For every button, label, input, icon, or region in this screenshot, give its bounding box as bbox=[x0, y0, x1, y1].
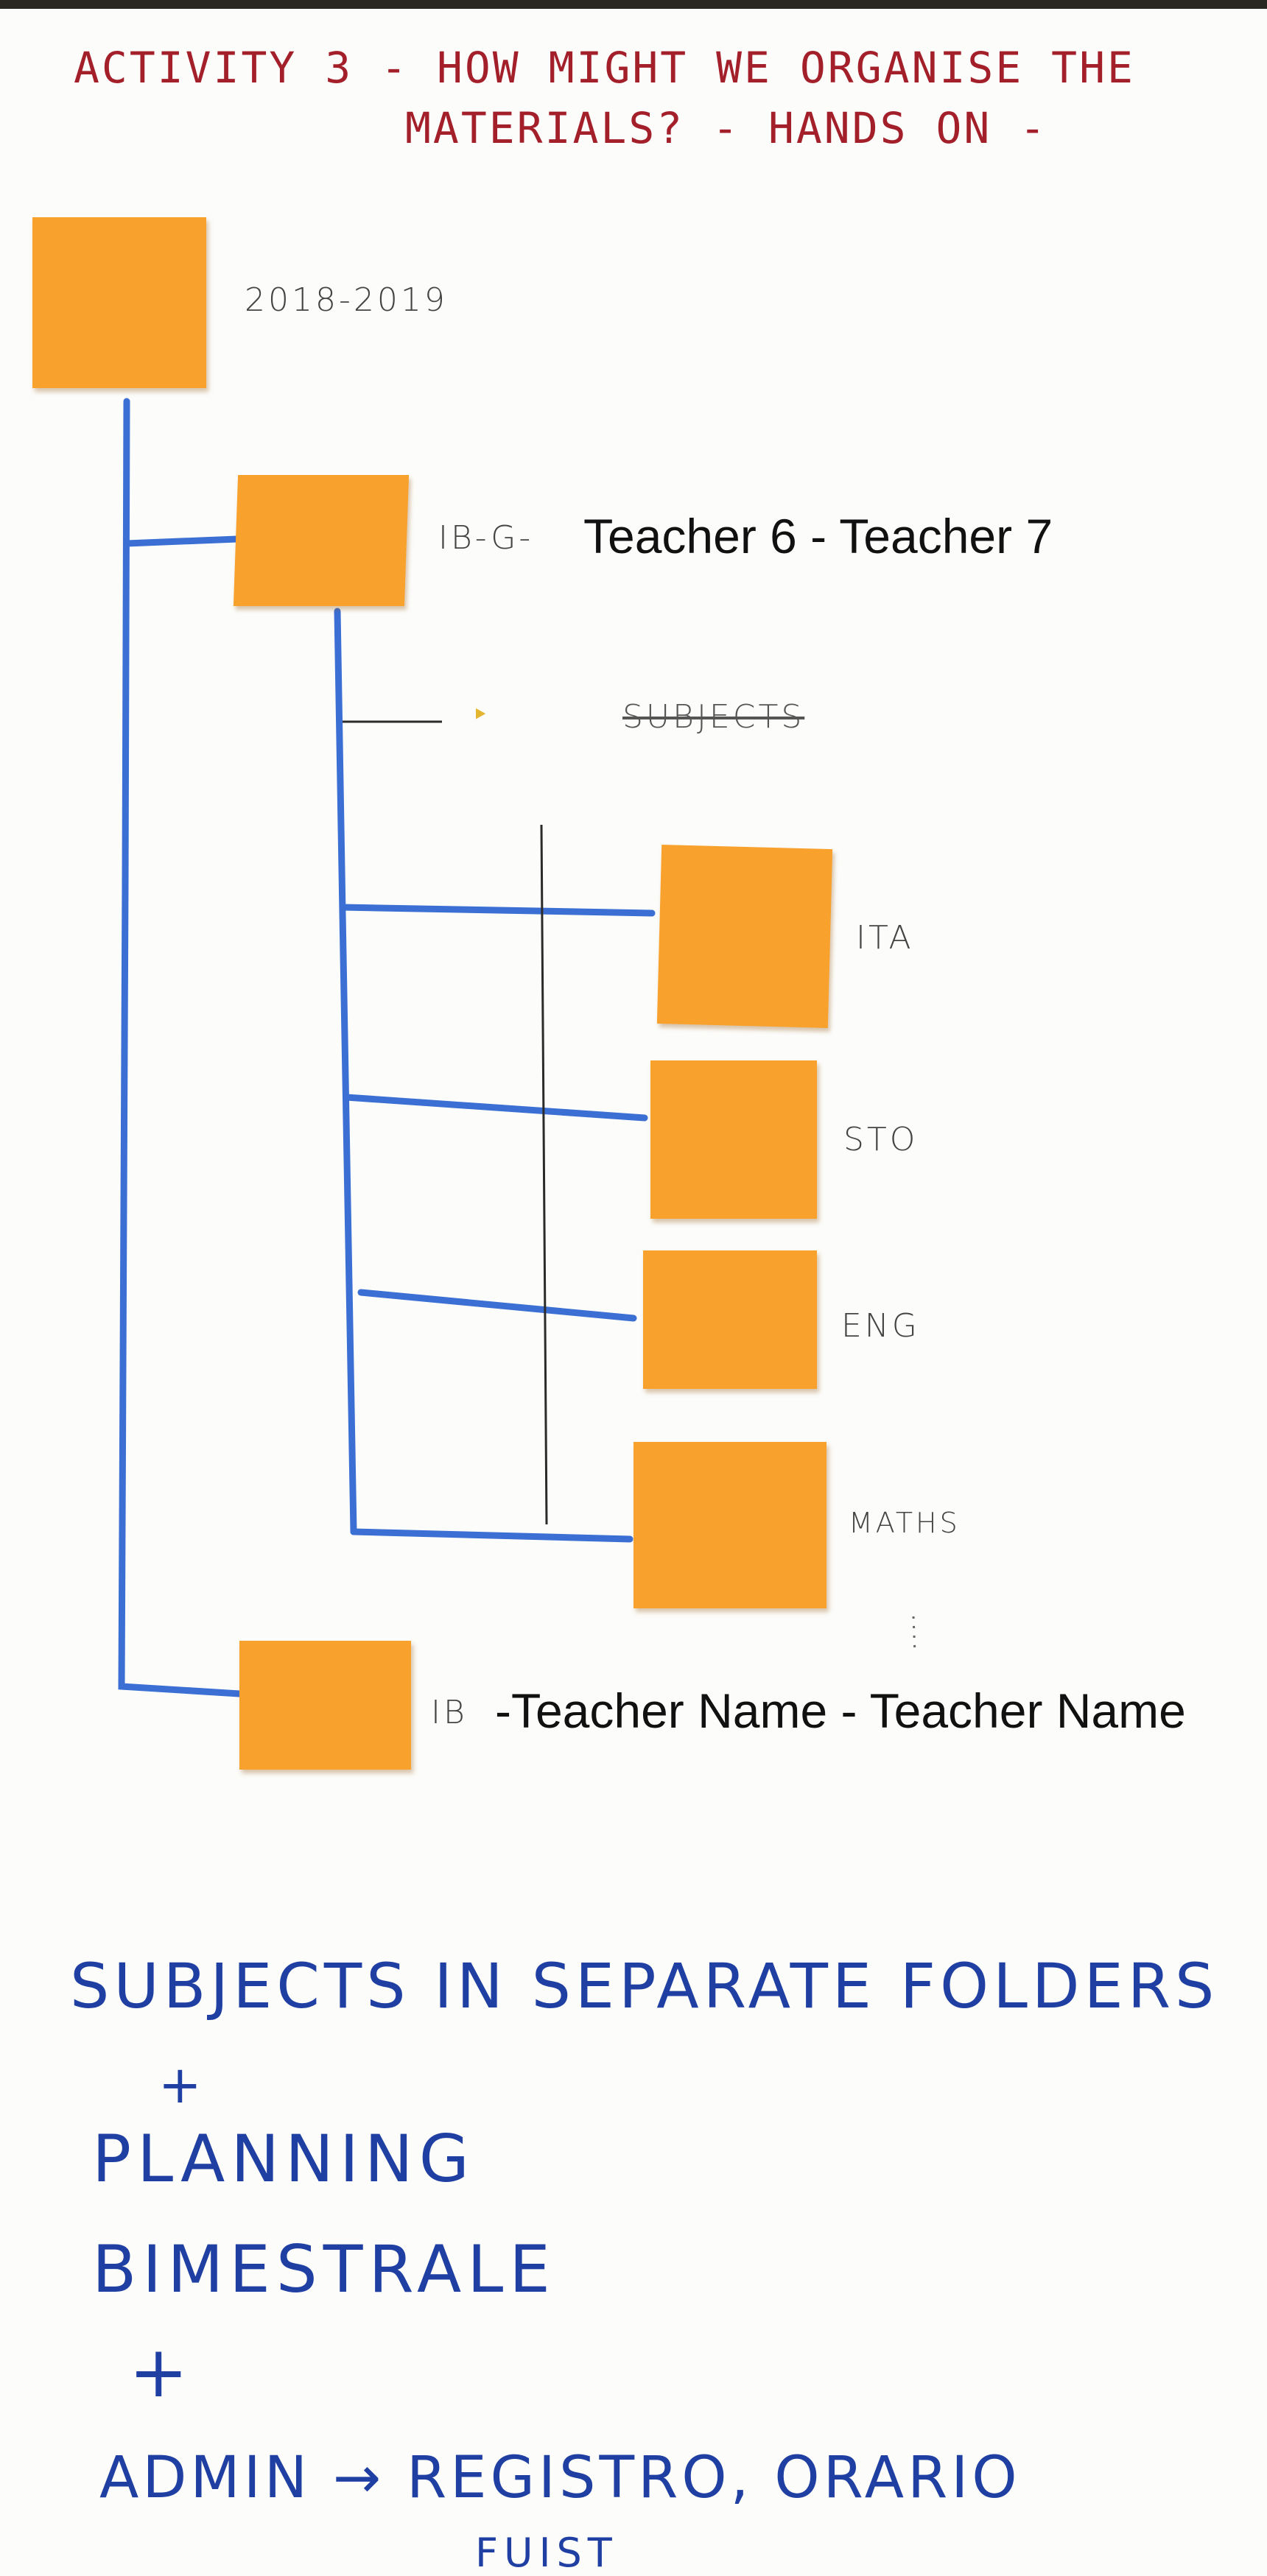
subject-note-maths bbox=[634, 1442, 826, 1608]
class1-branch-line bbox=[123, 535, 241, 547]
class2-folder-note bbox=[239, 1641, 411, 1770]
sto-branch-line bbox=[343, 1094, 648, 1122]
notes-plus-1: + bbox=[158, 2055, 208, 2115]
notes-plus-2: + bbox=[129, 2331, 194, 2413]
root-folder-label: 2018-2019 bbox=[245, 281, 448, 319]
subject-label-ita: ITA bbox=[856, 919, 914, 957]
class2-teachers-text: -Teacher Name - Teacher Name bbox=[495, 1683, 1186, 1738]
class1-folder-note bbox=[233, 475, 410, 606]
class2-prefix-label: IB bbox=[431, 1694, 468, 1731]
maths-branch-line bbox=[350, 1528, 634, 1543]
subjects-header-label: ‣ bbox=[471, 698, 492, 732]
activity-title-line-2: MATERIALS? - HANDS ON - bbox=[405, 103, 1048, 153]
subject-label-eng: ENG bbox=[841, 1307, 920, 1345]
subject-note-sto bbox=[650, 1060, 817, 1219]
notes-line-subjects: SUBJECTS IN SEPARATE FOLDERS bbox=[70, 1950, 1219, 2022]
class1-trunk-line bbox=[334, 608, 357, 1535]
root-trunk-line bbox=[118, 398, 243, 1697]
subject-label-sto: STO bbox=[843, 1121, 919, 1158]
dotted-continuation bbox=[912, 1616, 916, 1654]
subject-label-maths: MATHS bbox=[849, 1507, 961, 1539]
notes-line-fuist: FUIST bbox=[475, 2530, 618, 2576]
notes-line-bimestrale: BIMESTRALE bbox=[92, 2231, 556, 2307]
subjects-header-struck: SUBJECTS bbox=[622, 698, 805, 736]
class1-teachers-text: Teacher 6 - Teacher 7 bbox=[583, 509, 1053, 563]
activity-title-line-1: ACTIVITY 3 - HOW MIGHT WE ORGANISE THE bbox=[74, 43, 1135, 93]
eng-branch-line bbox=[357, 1289, 637, 1322]
notes-line-admin: ADMIN → REGISTRO, ORARIO bbox=[99, 2445, 1021, 2511]
class1-prefix-label: IB-G- bbox=[438, 519, 534, 557]
subjects-vertical-line bbox=[540, 824, 548, 1525]
photo-top-edge bbox=[0, 0, 1267, 9]
subject-note-ita bbox=[656, 845, 833, 1028]
notes-line-planning: PLANNING bbox=[92, 2121, 475, 2197]
root-folder-note bbox=[32, 217, 206, 388]
subject-note-eng bbox=[643, 1250, 817, 1389]
ita-branch-line bbox=[339, 904, 656, 917]
